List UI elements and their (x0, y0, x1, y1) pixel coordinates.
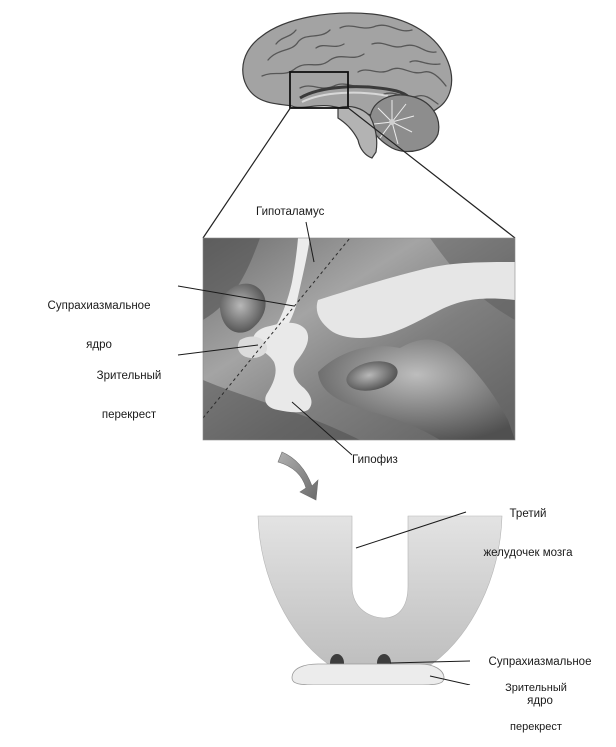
transition-arrow (278, 452, 318, 500)
third-ventricle-label-line2: желудочек мозга (468, 547, 588, 560)
third-ventricle-label-line1: Третий (468, 508, 588, 521)
cross-section (258, 516, 502, 685)
optic-chiasm-shape (292, 664, 444, 685)
suprachiasmatic-label-top-line1: Супрахиазмальное (24, 300, 174, 313)
optic-chiasm-label-bottom-visible: Зрительный перекрест (476, 656, 596, 747)
pituitary-label: Гипофиз (352, 454, 398, 467)
optic-chiasm-label-top-line1: Зрительный (84, 370, 174, 383)
hypothalamus-section (203, 238, 515, 440)
third-ventricle-label: Третий желудочек мозга (468, 482, 588, 573)
hypothalamus-label: Гипоталамус (256, 206, 324, 219)
brain-illustration (243, 13, 452, 158)
optic-chiasm-label-top-line2: перекрест (84, 409, 174, 422)
brain-diagram: Гипоталамус Супрахиазмальное ядро Зрител… (0, 0, 616, 685)
optic-chiasm-label-top: Зрительный перекрест (84, 344, 174, 435)
optic-chiasm-label-bottom-visible-line2: перекрест (476, 721, 596, 734)
optic-chiasm-label-bottom-visible-line1: Зрительный (476, 682, 596, 695)
